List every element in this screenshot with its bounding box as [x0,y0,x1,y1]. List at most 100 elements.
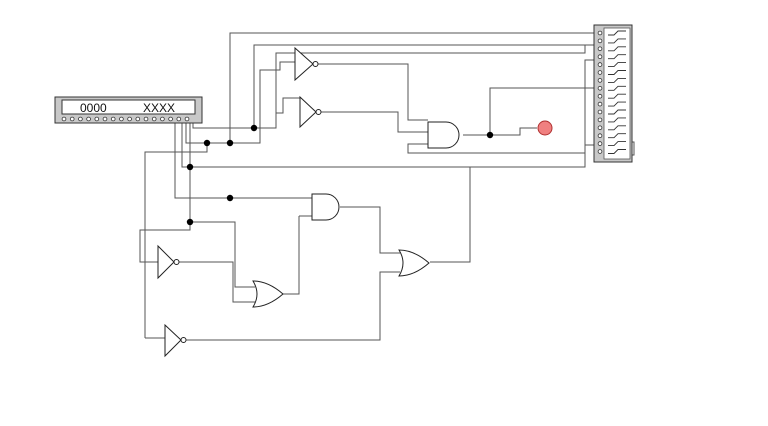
junction-dot [486,131,494,139]
display-pin[interactable] [160,116,165,122]
switch-toggle[interactable] [597,46,626,52]
switch-pin[interactable] [597,109,603,115]
display-pin[interactable] [151,116,157,122]
switch-pin[interactable] [597,125,603,131]
switch-symbol [608,54,626,60]
display-pin[interactable] [127,116,132,122]
display-pin[interactable] [78,116,83,122]
switch-pin[interactable] [597,86,603,91]
switch-pin[interactable] [597,133,603,139]
display-pin[interactable] [110,116,116,122]
switch-symbol [608,93,626,99]
switch-toggle[interactable] [597,149,626,154]
switch-pin[interactable] [597,101,603,107]
junction-dot [186,163,194,171]
display-pin[interactable] [69,116,75,122]
switch-items[interactable] [597,30,626,154]
switch-symbol [608,141,626,147]
display-left-digits: 0000 [80,101,107,115]
wire [275,44,596,128]
switch-toggle[interactable] [597,70,626,75]
display-pin[interactable] [143,116,149,122]
switch-toggle[interactable] [597,117,626,123]
display-pin[interactable] [86,116,91,122]
switch-bank[interactable] [593,24,633,163]
wire [139,222,191,263]
or-gate[interactable] [398,249,430,277]
switch-symbol [608,62,626,68]
switch-symbol [608,149,626,154]
and-gate[interactable] [311,193,340,221]
hex-display[interactable]: 0000 XXXX [54,96,203,124]
wire [144,143,208,338]
switch-symbol [608,70,626,75]
switch-pin[interactable] [597,78,603,83]
switch-toggle[interactable] [597,77,626,83]
switch-pin[interactable] [597,30,603,36]
not-gate[interactable] [299,95,322,129]
switch-pin[interactable] [597,117,603,123]
switch-toggle[interactable] [597,85,626,91]
junctions [186,124,494,226]
and-gate[interactable] [427,121,460,149]
switch-pin[interactable] [597,46,603,52]
switch-toggle[interactable] [597,133,626,139]
switch-toggle[interactable] [597,125,626,131]
wire [283,216,300,295]
switch-pin[interactable] [597,93,603,99]
wire [185,271,400,341]
not-gate[interactable] [157,244,180,280]
switch-pin[interactable] [597,38,603,44]
display-pin[interactable] [135,116,141,122]
wire [185,61,295,144]
switch-symbol [608,85,626,91]
switch-symbol [608,38,626,44]
display-pin[interactable] [94,116,100,122]
output-led[interactable] [537,120,553,136]
wire [407,143,596,154]
switch-symbol [608,109,626,115]
display-pins [61,116,190,122]
wire [178,261,255,303]
switch-toggle[interactable] [597,141,626,147]
wire [229,32,596,145]
switch-symbol [608,125,626,131]
display-pin[interactable] [119,116,124,122]
display-pin[interactable] [61,116,67,122]
junction-dot [203,139,211,147]
switch-pin[interactable] [597,62,603,67]
display-pin[interactable] [168,116,173,122]
switch-pin[interactable] [597,149,603,154]
or-gate[interactable] [252,280,284,308]
switch-toggle[interactable] [597,93,626,99]
wire [320,111,428,133]
switch-toggle[interactable] [597,38,626,44]
switch-symbol [608,30,626,36]
switch-toggle[interactable] [597,30,626,36]
wire [192,97,300,129]
switch-toggle[interactable] [597,109,626,115]
switch-toggle[interactable] [597,101,626,107]
wire [190,166,471,263]
wires [139,32,635,341]
wire [490,127,537,136]
display-pin[interactable] [102,116,108,122]
display-pin[interactable] [184,116,190,122]
not-gate[interactable] [294,46,319,82]
junction-dot [226,139,234,147]
wire [340,206,400,254]
wire [181,59,596,168]
switch-pin[interactable] [597,70,603,75]
switch-pin[interactable] [597,54,603,59]
switch-toggle[interactable] [597,54,626,60]
switch-pin[interactable] [597,141,603,146]
wire [174,120,230,199]
display-pin[interactable] [176,116,182,122]
hex-display-screen [61,99,196,115]
not-gate[interactable] [164,323,187,358]
switch-symbol [608,101,626,107]
switch-toggle[interactable] [597,62,626,68]
switch-symbol [608,46,626,52]
wire [489,87,596,135]
